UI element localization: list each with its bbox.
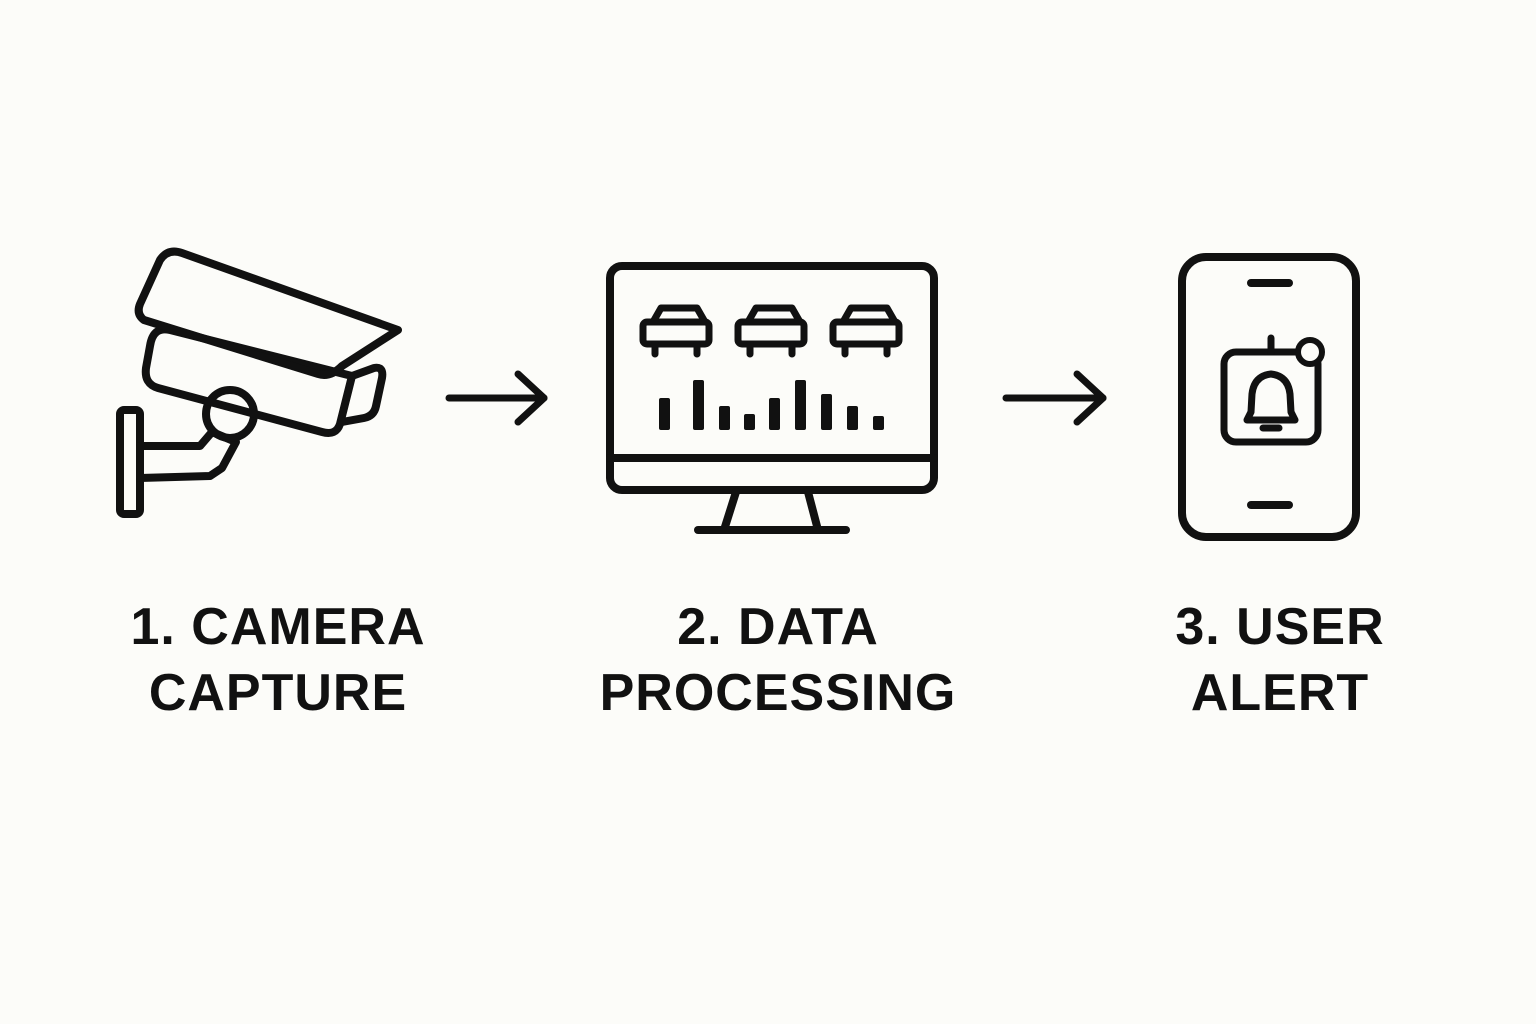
step-label-line: 2. DATA [677, 598, 879, 656]
smartphone-alert-icon [1178, 253, 1360, 541]
step-label-line: 3. USER [1175, 598, 1385, 656]
step-label-line: PROCESSING [599, 664, 957, 722]
arrow-right-icon [445, 370, 548, 426]
bell-icon [1220, 334, 1325, 446]
step-label-data-processing: 2. DATA PROCESSING [558, 594, 998, 726]
car-icon [639, 304, 713, 358]
step-label-line: ALERT [1190, 664, 1370, 722]
step-label-user-alert: 3. USER ALERT [1080, 594, 1480, 726]
security-camera-icon [116, 247, 402, 518]
step-label-line: CAPTURE [148, 664, 408, 722]
car-icon [829, 304, 903, 358]
car-icon [734, 304, 808, 358]
arrow-right-icon [1002, 370, 1107, 426]
step-label-camera-capture: 1. CAMERA CAPTURE [78, 594, 478, 726]
step-label-line: 1. CAMERA [130, 598, 426, 656]
bar-chart-icon [659, 380, 884, 430]
monitor-dashboard-icon [606, 262, 938, 534]
